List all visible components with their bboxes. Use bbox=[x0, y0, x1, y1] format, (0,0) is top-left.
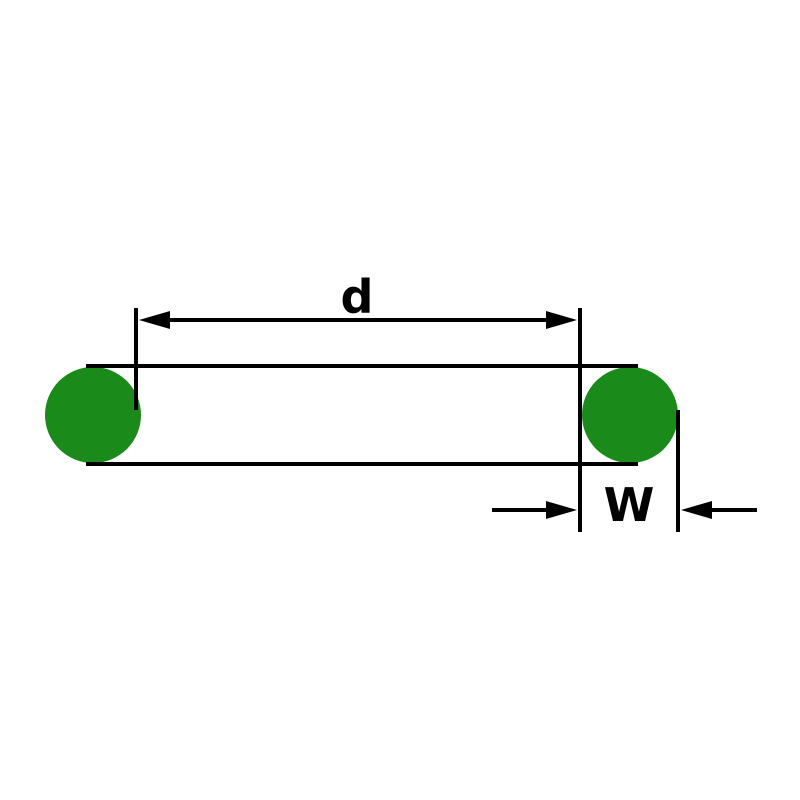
oring-cross-section-right bbox=[582, 367, 678, 463]
diagram-lines bbox=[86, 308, 757, 532]
label-inner-diameter: d bbox=[341, 270, 374, 324]
arrowhead-d-right bbox=[546, 311, 577, 329]
dimension-arrowheads bbox=[139, 311, 712, 519]
arrowhead-w-left bbox=[546, 501, 577, 519]
arrowhead-w-right bbox=[681, 501, 712, 519]
oring-cross-section-left bbox=[45, 367, 141, 463]
arrowhead-d-left bbox=[139, 311, 170, 329]
label-cross-section-width: W bbox=[604, 478, 655, 532]
